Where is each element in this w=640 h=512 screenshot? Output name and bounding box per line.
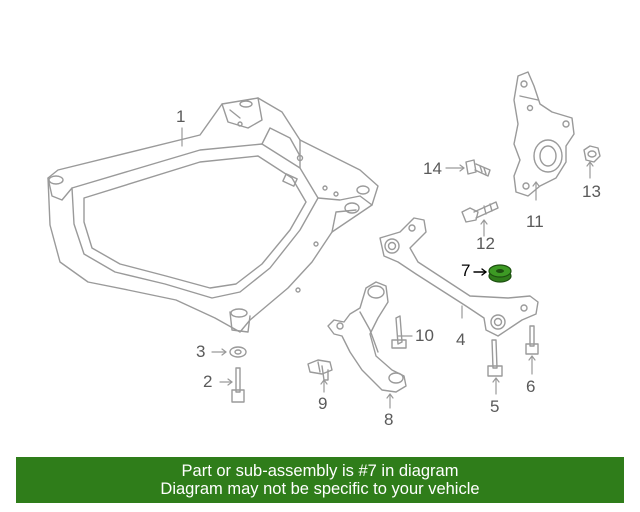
callout-14[interactable]: 14 [423,159,442,178]
nut-13-drawing [583,145,601,163]
leader-7 [473,268,487,276]
bolt-6-drawing [525,325,539,355]
callout-11[interactable]: 11 [526,212,544,231]
bolt-14-drawing [465,159,491,177]
callout-13[interactable]: 13 [582,182,601,201]
callout-2[interactable]: 2 [203,372,213,391]
control-arm-drawing [327,281,407,393]
leader-lines [181,127,594,409]
callout-1[interactable]: 1 [176,107,186,126]
info-banner: Part or sub-assembly is #7 in diagram Di… [16,457,624,503]
callout-12[interactable]: 12 [476,234,495,253]
bolt-5-drawing [487,339,503,377]
callout-6[interactable]: 6 [526,377,536,396]
callout-5[interactable]: 5 [490,397,500,416]
callout-8[interactable]: 8 [384,410,394,429]
banner-line-part: Part or sub-assembly is #7 in diagram [181,462,459,480]
knuckle-drawing [513,71,575,197]
parts-diagram: 1 2 3 4 5 6 7 8 9 10 11 12 13 14 [47,71,601,429]
callout-9[interactable]: 9 [318,394,328,413]
subframe-drawing [47,97,379,333]
part-7-bushing[interactable] [488,264,512,283]
diagram-drawing [47,71,601,409]
bolt-2-drawing [231,367,245,403]
washer-3-drawing [229,346,247,358]
bolt-10-drawing [391,315,407,349]
bolt-9-drawing [307,359,333,381]
callout-3[interactable]: 3 [196,342,206,361]
bolt-12-drawing [461,201,499,223]
link-4-drawing [379,217,539,337]
callout-10[interactable]: 10 [415,326,434,345]
banner-line-disclaimer: Diagram may not be specific to your vehi… [160,480,480,498]
callout-7[interactable]: 7 [461,261,471,280]
callout-4[interactable]: 4 [456,330,466,349]
